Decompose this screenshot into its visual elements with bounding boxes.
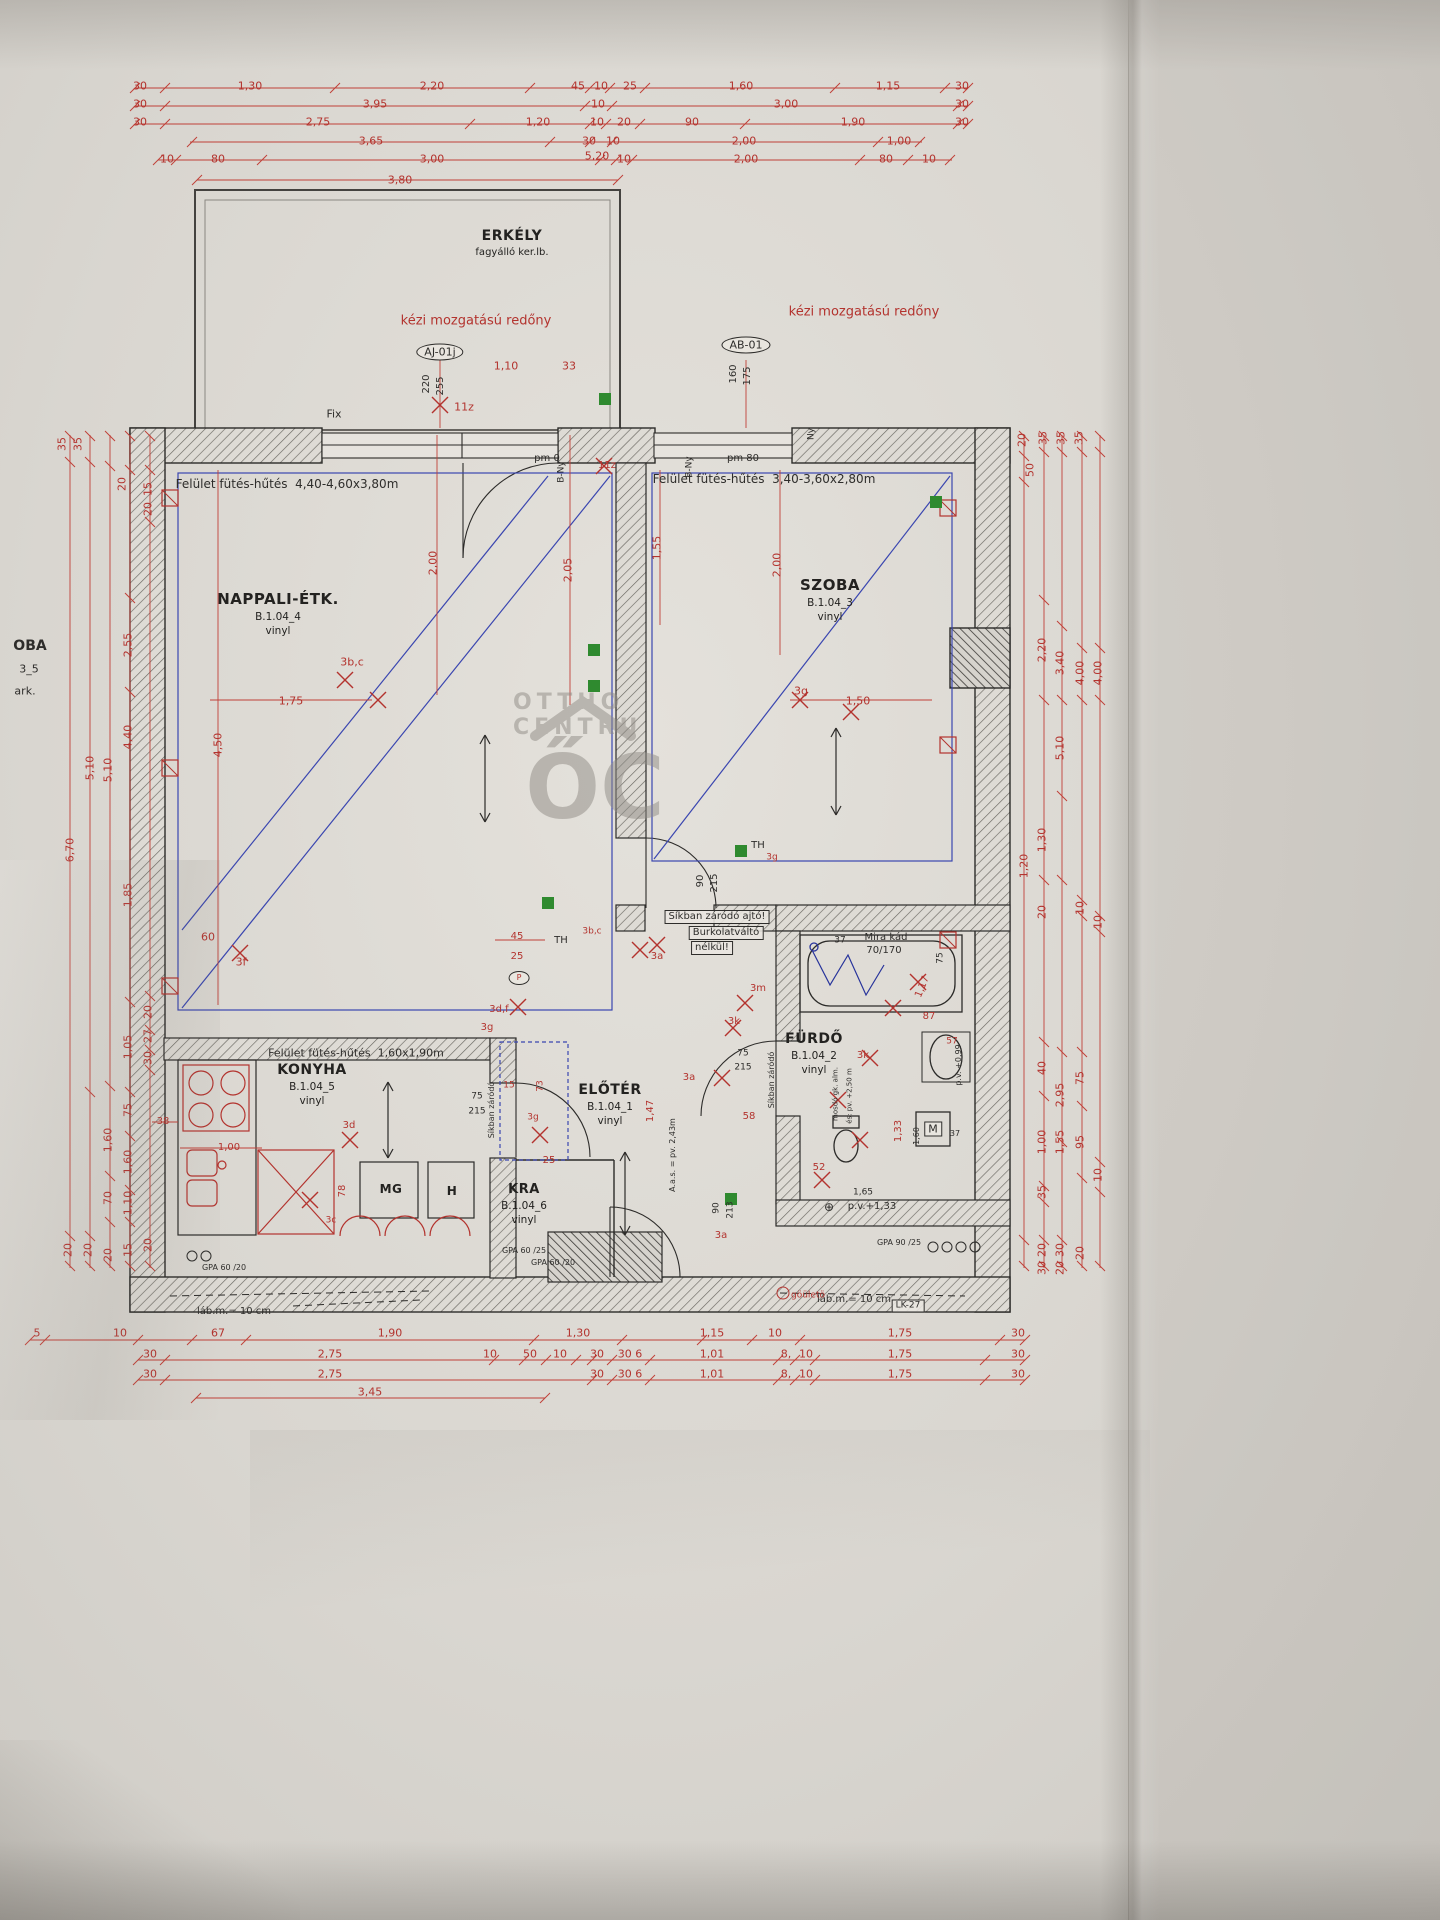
door-swings (462, 462, 777, 1278)
reference-dashes (169, 1290, 966, 1307)
window-symbols (321, 432, 793, 459)
vent-circles (186, 1241, 981, 1300)
otthon-centrum-logo-icon: ŐC (525, 695, 665, 839)
exterior-walls (129, 427, 1011, 1313)
kitchen-appliance-symbols (182, 1064, 471, 1237)
floor-heating-zones (177, 472, 953, 1161)
switch-symbols (542, 393, 942, 1205)
otthon-centrum-watermark: ŐC OTTHO CENTRU (505, 690, 685, 839)
direction-arrows (382, 727, 842, 1236)
dimension-rails (30, 87, 1101, 1399)
bathroom-fixtures (799, 934, 971, 1163)
interior-walls (163, 462, 1011, 1283)
logo-roof-icon (530, 695, 636, 741)
balcony-outline (194, 189, 621, 431)
interior-dimension-lines (152, 360, 932, 1149)
electrical-x-marks (231, 396, 927, 1209)
kitchen-fixtures (177, 1059, 475, 1236)
socket-symbols (161, 489, 957, 995)
watermark-monogram: ŐC (525, 736, 664, 839)
dimension-ticks (24, 82, 1106, 1404)
